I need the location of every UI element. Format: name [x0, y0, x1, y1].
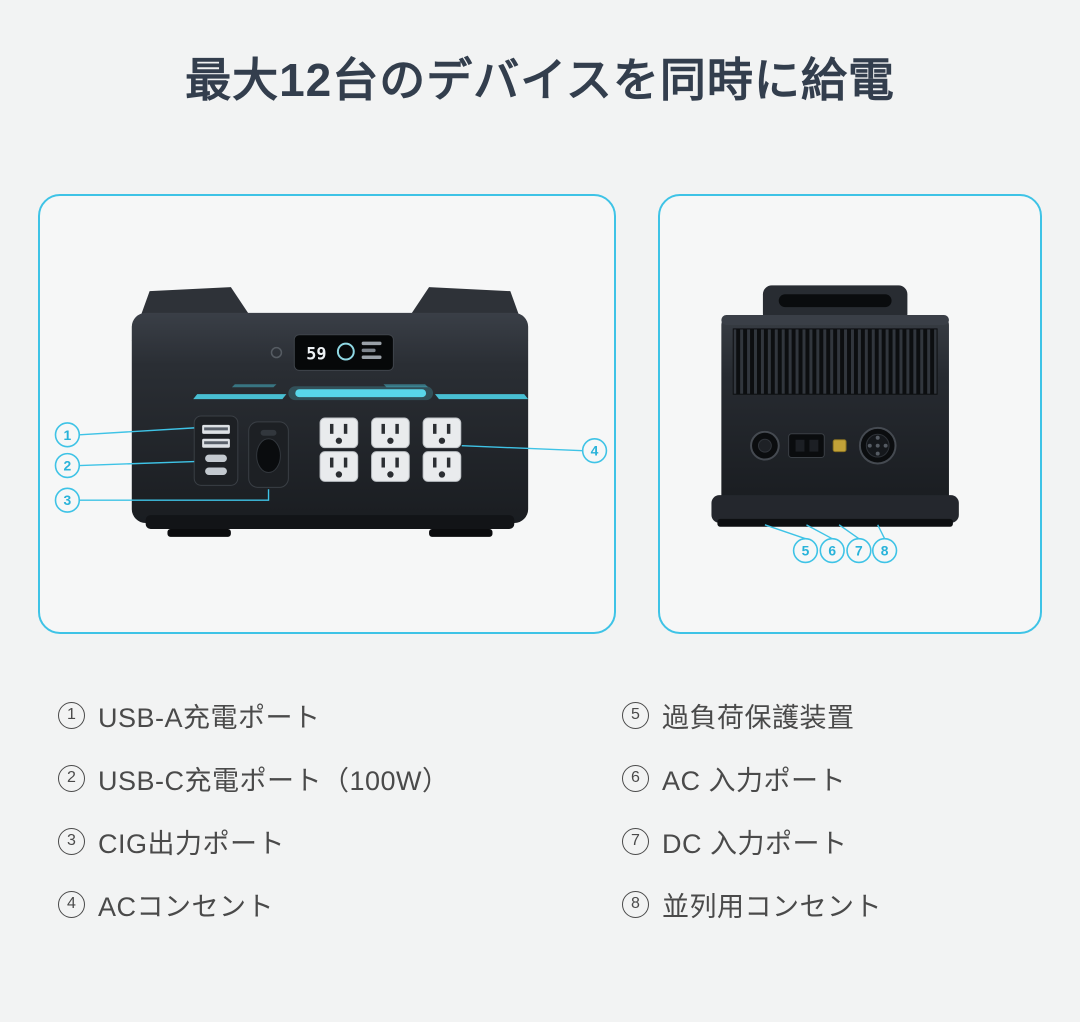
legend-number-7: 7 [622, 827, 649, 855]
callout-6-ac-input: 6 [806, 524, 845, 564]
svg-text:3: 3 [64, 492, 72, 508]
svg-text:2: 2 [64, 457, 72, 473]
battery-percentage: 59 [306, 344, 326, 364]
legend-item-dc-input: 7 DC 入力ポート [622, 823, 882, 859]
ac-outlet [422, 417, 462, 449]
svg-text:4: 4 [591, 443, 599, 459]
parallel-connector-port [858, 426, 897, 465]
legend-number-6: 6 [622, 764, 649, 792]
front-device-illustration: 59 [54, 287, 608, 537]
front-device-body [131, 287, 529, 537]
gauge-icon [336, 342, 355, 361]
usb-c-port [205, 467, 227, 475]
page-title: 最大12台のデバイスを同時に給電 [185, 54, 895, 106]
usb-port-group [193, 415, 239, 486]
lcd-display: 59 [270, 334, 394, 371]
ac-outlet [371, 417, 410, 449]
vent-grille [732, 328, 938, 395]
callout-1-usb-a: 1 [54, 422, 195, 448]
usb-c-port [205, 454, 227, 463]
callout-7-dc-input: 7 [838, 524, 872, 564]
legend-front-ports: 1 USB-A充電ポート 2 USB-C充電ポート（100W） 3 CIG出力ポ… [58, 697, 450, 922]
ac-outlet [319, 417, 359, 449]
legend-number-2: 2 [58, 764, 85, 792]
ambient-light-bar [193, 384, 529, 401]
legend-item-cig: 3 CIG出力ポート [58, 823, 450, 859]
ac-outlet-group [319, 417, 462, 482]
legend-item-ac-outlet: 4 ACコンセント [58, 886, 450, 922]
legend-item-ac-input: 6 AC 入力ポート [622, 760, 882, 796]
svg-text:1: 1 [64, 427, 72, 443]
legend-item-usb-c: 2 USB-C充電ポート（100W） [58, 760, 450, 796]
legend-number-8: 8 [622, 890, 649, 918]
callout-2-usb-c: 2 [54, 452, 195, 479]
svg-text:7: 7 [855, 543, 863, 559]
callout-3-cig: 3 [54, 487, 270, 513]
overload-breaker-port [750, 430, 780, 461]
legend-number-1: 1 [58, 701, 85, 729]
back-base [711, 495, 959, 523]
ac-outlet [422, 451, 462, 482]
legend-label-parallel: 並列用コンセント [662, 891, 882, 922]
legend-label-dc-input: DC 入力ポート [662, 828, 848, 859]
back-device-illustration: 5 6 7 8 [711, 285, 959, 564]
callout-4-ac-outlets: 4 [461, 437, 608, 464]
svg-text:6: 6 [828, 543, 836, 559]
dc-input-port [832, 439, 847, 453]
back-view-panel: 5 6 7 8 [658, 194, 1042, 634]
legend-label-breaker: 過負荷保護装置 [662, 702, 855, 733]
ac-outlet [371, 451, 410, 482]
svg-text:5: 5 [802, 543, 810, 559]
legend-item-breaker: 5 過負荷保護装置 [622, 697, 882, 733]
front-view-panel: 59 [38, 194, 616, 634]
legend-label-usb-c: USB-C充電ポート（100W） [98, 765, 450, 796]
callout-5-breaker: 5 [764, 524, 819, 564]
legend-item-usb-a: 1 USB-A充電ポート [58, 697, 450, 733]
back-device-body [711, 285, 959, 527]
lamp-icon [270, 346, 283, 359]
cig-port [248, 421, 289, 488]
ac-outlet [319, 451, 359, 482]
svg-text:8: 8 [881, 543, 889, 559]
legend-label-ac-input: AC 入力ポート [662, 765, 847, 796]
callout-8-parallel: 8 [871, 524, 898, 564]
legend-label-cig: CIG出力ポート [98, 828, 286, 859]
legend-number-3: 3 [58, 827, 85, 855]
legend-back-ports: 5 過負荷保護装置 6 AC 入力ポート 7 DC 入力ポート 8 並列用コンセ… [622, 697, 882, 922]
legend-label-usb-a: USB-A充電ポート [98, 702, 321, 733]
legend-label-ac-outlet: ACコンセント [98, 891, 275, 922]
legend-number-5: 5 [622, 701, 649, 729]
legend-item-parallel: 8 並列用コンセント [622, 886, 882, 922]
legend-number-4: 4 [58, 890, 85, 918]
front-base [145, 515, 515, 529]
ac-input-port [788, 433, 825, 459]
